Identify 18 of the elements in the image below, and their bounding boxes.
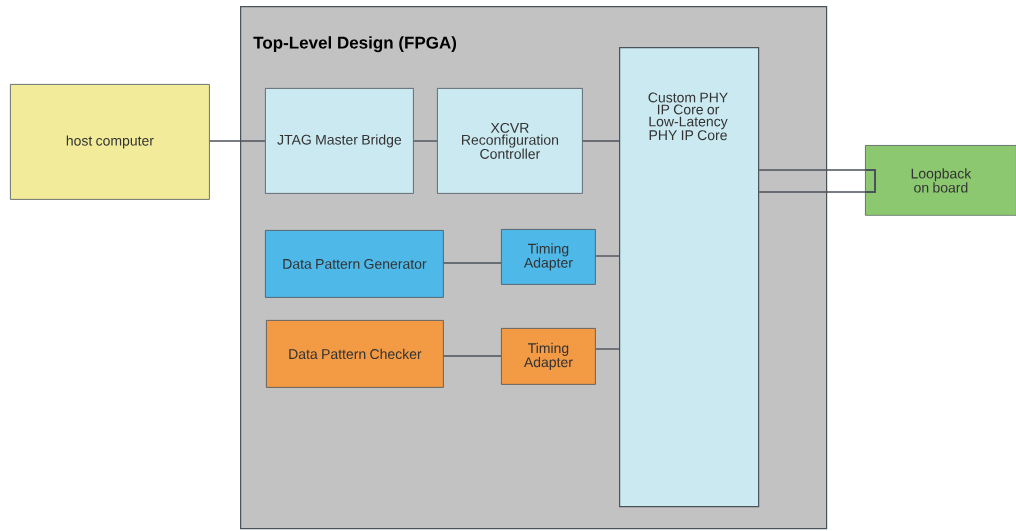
connector-line (582, 140, 620, 142)
adapter-box: Timing Adapter (501, 328, 596, 385)
bridge-box: JTAG Master Bridge (265, 88, 414, 194)
connector-line (758, 169, 866, 171)
connector-line (595, 255, 620, 257)
adapter-box: Timing Adapter (501, 229, 596, 285)
host-box: host computer (10, 84, 210, 200)
phy-core-box: Custom PHY IP Core or Low-Latency PHY IP Core (619, 47, 760, 508)
connector-line (209, 140, 266, 142)
controller-box: XCVR Reconfiguration Controller (437, 88, 583, 194)
connector-line (443, 355, 502, 357)
loopback-box: Loopback on board (865, 145, 1016, 216)
connector-line (413, 140, 438, 142)
connector-line (758, 191, 866, 193)
connector-line (443, 262, 502, 264)
checker-box: Data Pattern Checker (266, 320, 444, 388)
generator-box: Data Pattern Generator (265, 230, 444, 298)
connector-line (595, 348, 620, 350)
